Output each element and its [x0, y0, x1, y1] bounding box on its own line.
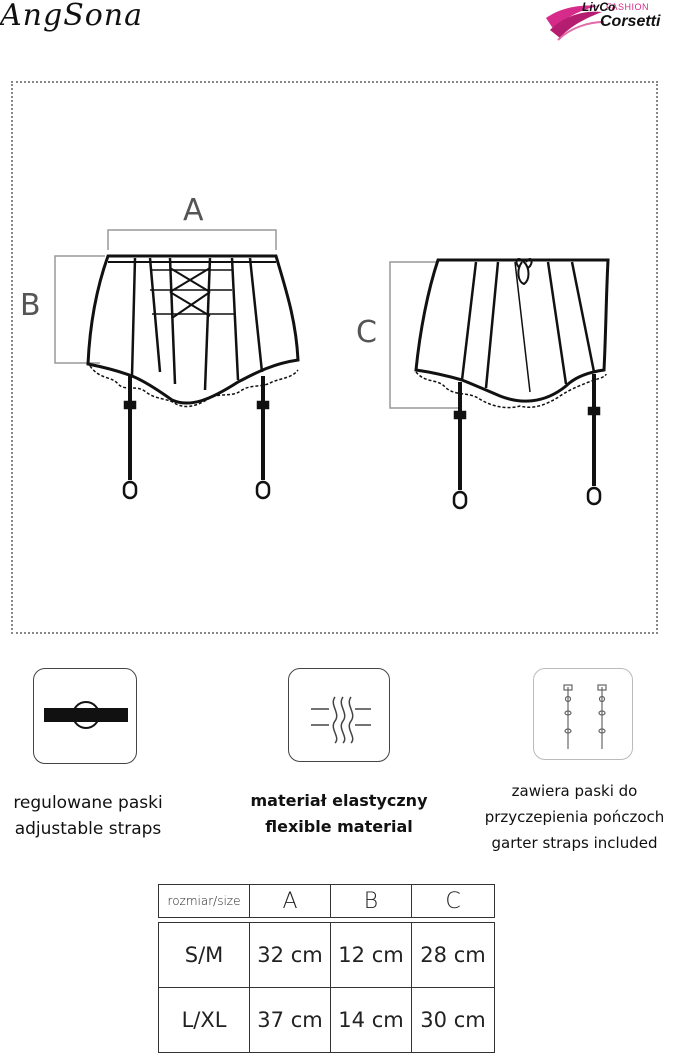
feature-2-line2: flexible material [265, 817, 413, 836]
feature-flexible-material-caption: materiał elastyczny flexible material [234, 788, 444, 840]
garter-straps-icon [563, 684, 607, 749]
table-row: S/M 32 cm 12 cm 28 cm [158, 922, 495, 988]
dimension-c-label: C [356, 315, 377, 350]
garter-straps-box [533, 668, 633, 760]
feature-garter-straps-caption: zawiera paski do przyczepienia pończoch … [466, 778, 683, 856]
logo-fashion-text: FASHION [606, 2, 650, 12]
front-view-drawing [54, 229, 300, 500]
table-row: L/XL 37 cm 14 cm 30 cm [158, 987, 495, 1053]
logo-swoosh-icon [546, 5, 605, 41]
adjustable-strap-icon [44, 701, 128, 729]
size-table: rozmiar/size A B C S/M 32 cm 12 cm 28 cm… [158, 884, 495, 1053]
size-table-col-c: C [411, 884, 495, 918]
brand-name: AngSona [0, 0, 144, 33]
back-view-drawing [389, 258, 610, 510]
size-lxl-b: 14 cm [330, 987, 412, 1053]
feature-3-line1: zawiera paski do [511, 782, 638, 800]
size-sm-a: 32 cm [249, 922, 331, 988]
size-lxl-label: L/XL [158, 987, 250, 1053]
dimension-a-label: A [183, 193, 204, 228]
size-sm-b: 12 cm [330, 922, 412, 988]
size-lxl-a: 37 cm [249, 987, 331, 1053]
logo-corsetti-text: Corsetti [600, 13, 661, 30]
dimension-b-label: B [20, 288, 41, 323]
garment-diagram: A B C [20, 193, 610, 510]
size-sm-label: S/M [158, 922, 250, 988]
feature-1-line1: regulowane paski [13, 793, 163, 813]
logo-livco-text: LivCo [582, 0, 616, 14]
size-table-col-a: A [249, 884, 331, 918]
size-table-header-label: rozmiar/size [158, 884, 250, 918]
feature-1-line2: adjustable straps [14, 819, 162, 839]
adjustable-straps-box [33, 668, 137, 764]
size-table-col-b: B [330, 884, 412, 918]
feature-adjustable-straps-caption: regulowane paski adjustable straps [0, 790, 178, 842]
garment-diagram-frame [11, 81, 658, 634]
size-lxl-c: 30 cm [411, 987, 495, 1053]
size-sm-c: 28 cm [411, 922, 495, 988]
elastic-material-icon [311, 696, 371, 744]
feature-3-line2: przyczepienia pończoch [484, 808, 665, 826]
flexible-material-box [288, 668, 390, 762]
size-table-header-row: rozmiar/size A B C [158, 884, 495, 918]
livco-corsetti-logo: FASHION LivCo Corsetti [540, 0, 683, 44]
feature-3-line3: garter straps included [491, 834, 658, 852]
feature-2-line1: materiał elastyczny [250, 791, 428, 810]
